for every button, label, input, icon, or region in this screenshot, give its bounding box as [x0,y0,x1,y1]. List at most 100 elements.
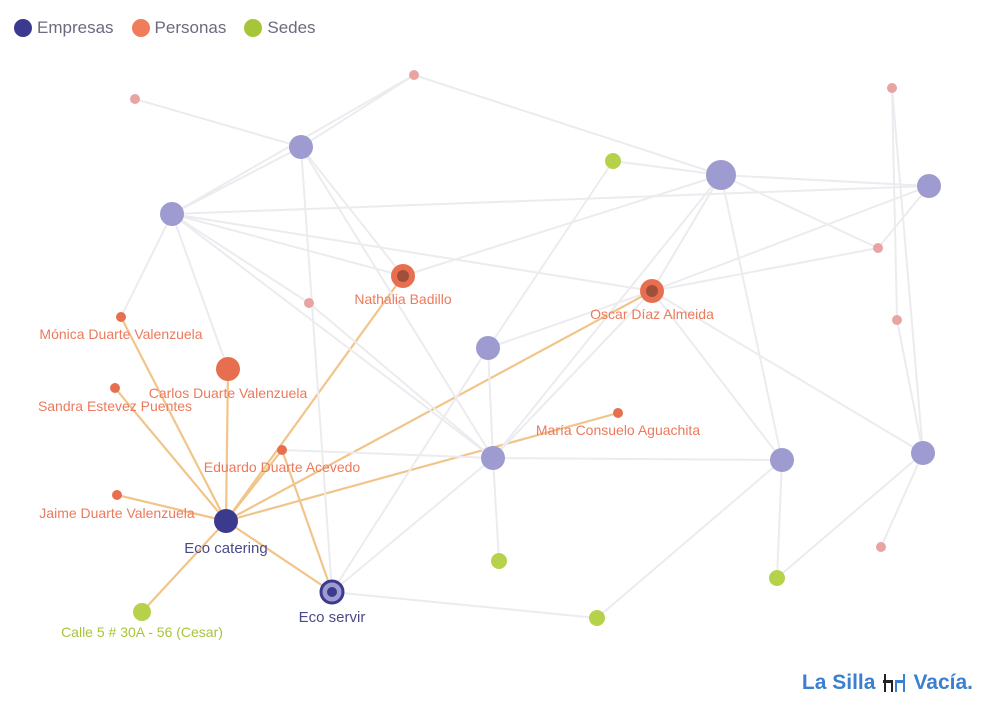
legend-item-empresas[interactable]: Empresas [14,18,114,38]
edge-e7-s4 [596,459,783,619]
node-e2[interactable] [160,202,184,226]
node-label-oscar: Oscar Díaz Almeida [590,306,714,322]
legend-item-personas[interactable]: Personas [131,18,227,38]
edge-oscar-e7 [651,290,783,461]
node-eduardo[interactable] [277,445,287,455]
edge-s1-e5 [487,160,614,349]
brand-logo: La Silla Vacía. [802,671,973,695]
edge-e2-oscar [171,213,653,292]
node-label-nathalia: Nathalia Badillo [354,291,451,307]
legend-item-sedes[interactable]: Sedes [244,18,316,38]
edge-e3-e7 [720,174,783,461]
edge-p5-e2 [171,213,310,304]
node-calle5[interactable] [133,603,151,621]
node-label-monica: Mónica Duarte Valenzuela [39,326,202,342]
edge-eco-catering-oscar [225,290,653,522]
node-p2[interactable] [130,94,140,104]
edge-e4-e3 [720,174,930,187]
node-maria[interactable] [613,408,623,418]
edge-e3-nathalia [402,174,722,277]
node-s3[interactable] [491,553,507,569]
edge-e2-e4 [171,185,930,215]
edge-eco-catering-sandra [114,387,227,522]
node-label-eco-servir: Eco servir [299,609,366,626]
node-p1[interactable] [409,70,419,80]
node-s4[interactable] [589,610,605,626]
node-eco-servir[interactable] [319,579,345,605]
edge-e3-p4 [720,174,879,249]
edge-e7-s2 [776,459,783,579]
node-label-maria: María Consuelo Aguachita [536,422,700,438]
nodes-layer [110,70,941,626]
edge-p6-e8 [896,319,924,454]
edge-e1-p1 [300,74,415,148]
node-e8[interactable] [911,441,935,465]
node-carlos[interactable] [216,357,240,381]
edge-e5-oscar [487,290,653,349]
legend: Empresas Personas Sedes [14,18,316,38]
node-jaime[interactable] [112,490,122,500]
edge-oscar-p4 [651,247,879,292]
edge-p5-e6 [308,302,494,459]
edge-e2-nathalia [171,213,404,277]
edges-layer [114,74,930,619]
node-p5[interactable] [304,298,314,308]
node-p6[interactable] [892,315,902,325]
edge-eco-catering-carlos [224,368,230,522]
edge-e8-s2 [776,452,924,579]
node-e3[interactable] [706,160,736,190]
legend-dot-empresas [14,19,32,37]
node-p7[interactable] [876,542,886,552]
edge-e5-eco-servir [331,347,489,593]
edge-e4-oscar [651,185,930,292]
edge-eco-catering-jaime [116,493,227,523]
legend-label-personas: Personas [154,18,227,37]
edge-eco-servir-eduardo [280,449,334,593]
node-p3[interactable] [887,83,897,93]
edge-eco-catering-nathalia [225,275,404,522]
node-label-eduardo: Eduardo Duarte Acevedo [204,459,361,475]
edge-eco-servir-s4 [331,591,598,619]
node-s1[interactable] [605,153,621,169]
edge-e1-nathalia [300,146,404,277]
node-monica[interactable] [116,312,126,322]
edge-e1-p2 [134,98,302,148]
edge-e2-monica [120,213,173,318]
legend-dot-sedes [244,19,263,37]
edge-e5-e6 [487,347,494,459]
edge-e1-e6 [300,146,494,459]
edge-e2-e6 [171,213,494,459]
edge-e1-eco-servir [300,146,333,593]
edge-p3-p6 [891,87,898,321]
edge-eco-catering-eco-servir [225,520,333,593]
edge-oscar-e8 [651,290,924,454]
edge-e6-eduardo [281,449,494,459]
node-label-calle5: Calle 5 # 30A - 56 (Cesar) [61,624,223,640]
node-e6[interactable] [481,446,505,470]
chair-icon [883,674,906,692]
legend-label-empresas: Empresas [37,18,114,37]
node-label-jaime: Jaime Duarte Valenzuela [39,505,195,521]
edge-p1-e3 [413,74,722,176]
node-e5[interactable] [476,336,500,360]
edge-eco-catering-monica [120,316,227,522]
edge-e6-e7 [492,457,783,461]
node-label-eco-catering: Eco catering [184,540,267,557]
node-nathalia[interactable] [391,264,415,288]
node-e7[interactable] [770,448,794,472]
node-label-sandra: Sandra Estevez Puentes [38,398,192,414]
node-sandra[interactable] [110,383,120,393]
node-oscar[interactable] [640,279,664,303]
node-eco-catering[interactable] [214,509,238,533]
edge-e3-e6 [492,174,722,459]
node-s2[interactable] [769,570,785,586]
edge-p3-e8 [891,87,924,454]
legend-label-sedes: Sedes [267,18,316,37]
brand-text-right: Vacía. [913,671,973,694]
edge-e6-s3 [492,457,500,562]
node-e4[interactable] [917,174,941,198]
node-e1[interactable] [289,135,313,159]
node-p4[interactable] [873,243,883,253]
